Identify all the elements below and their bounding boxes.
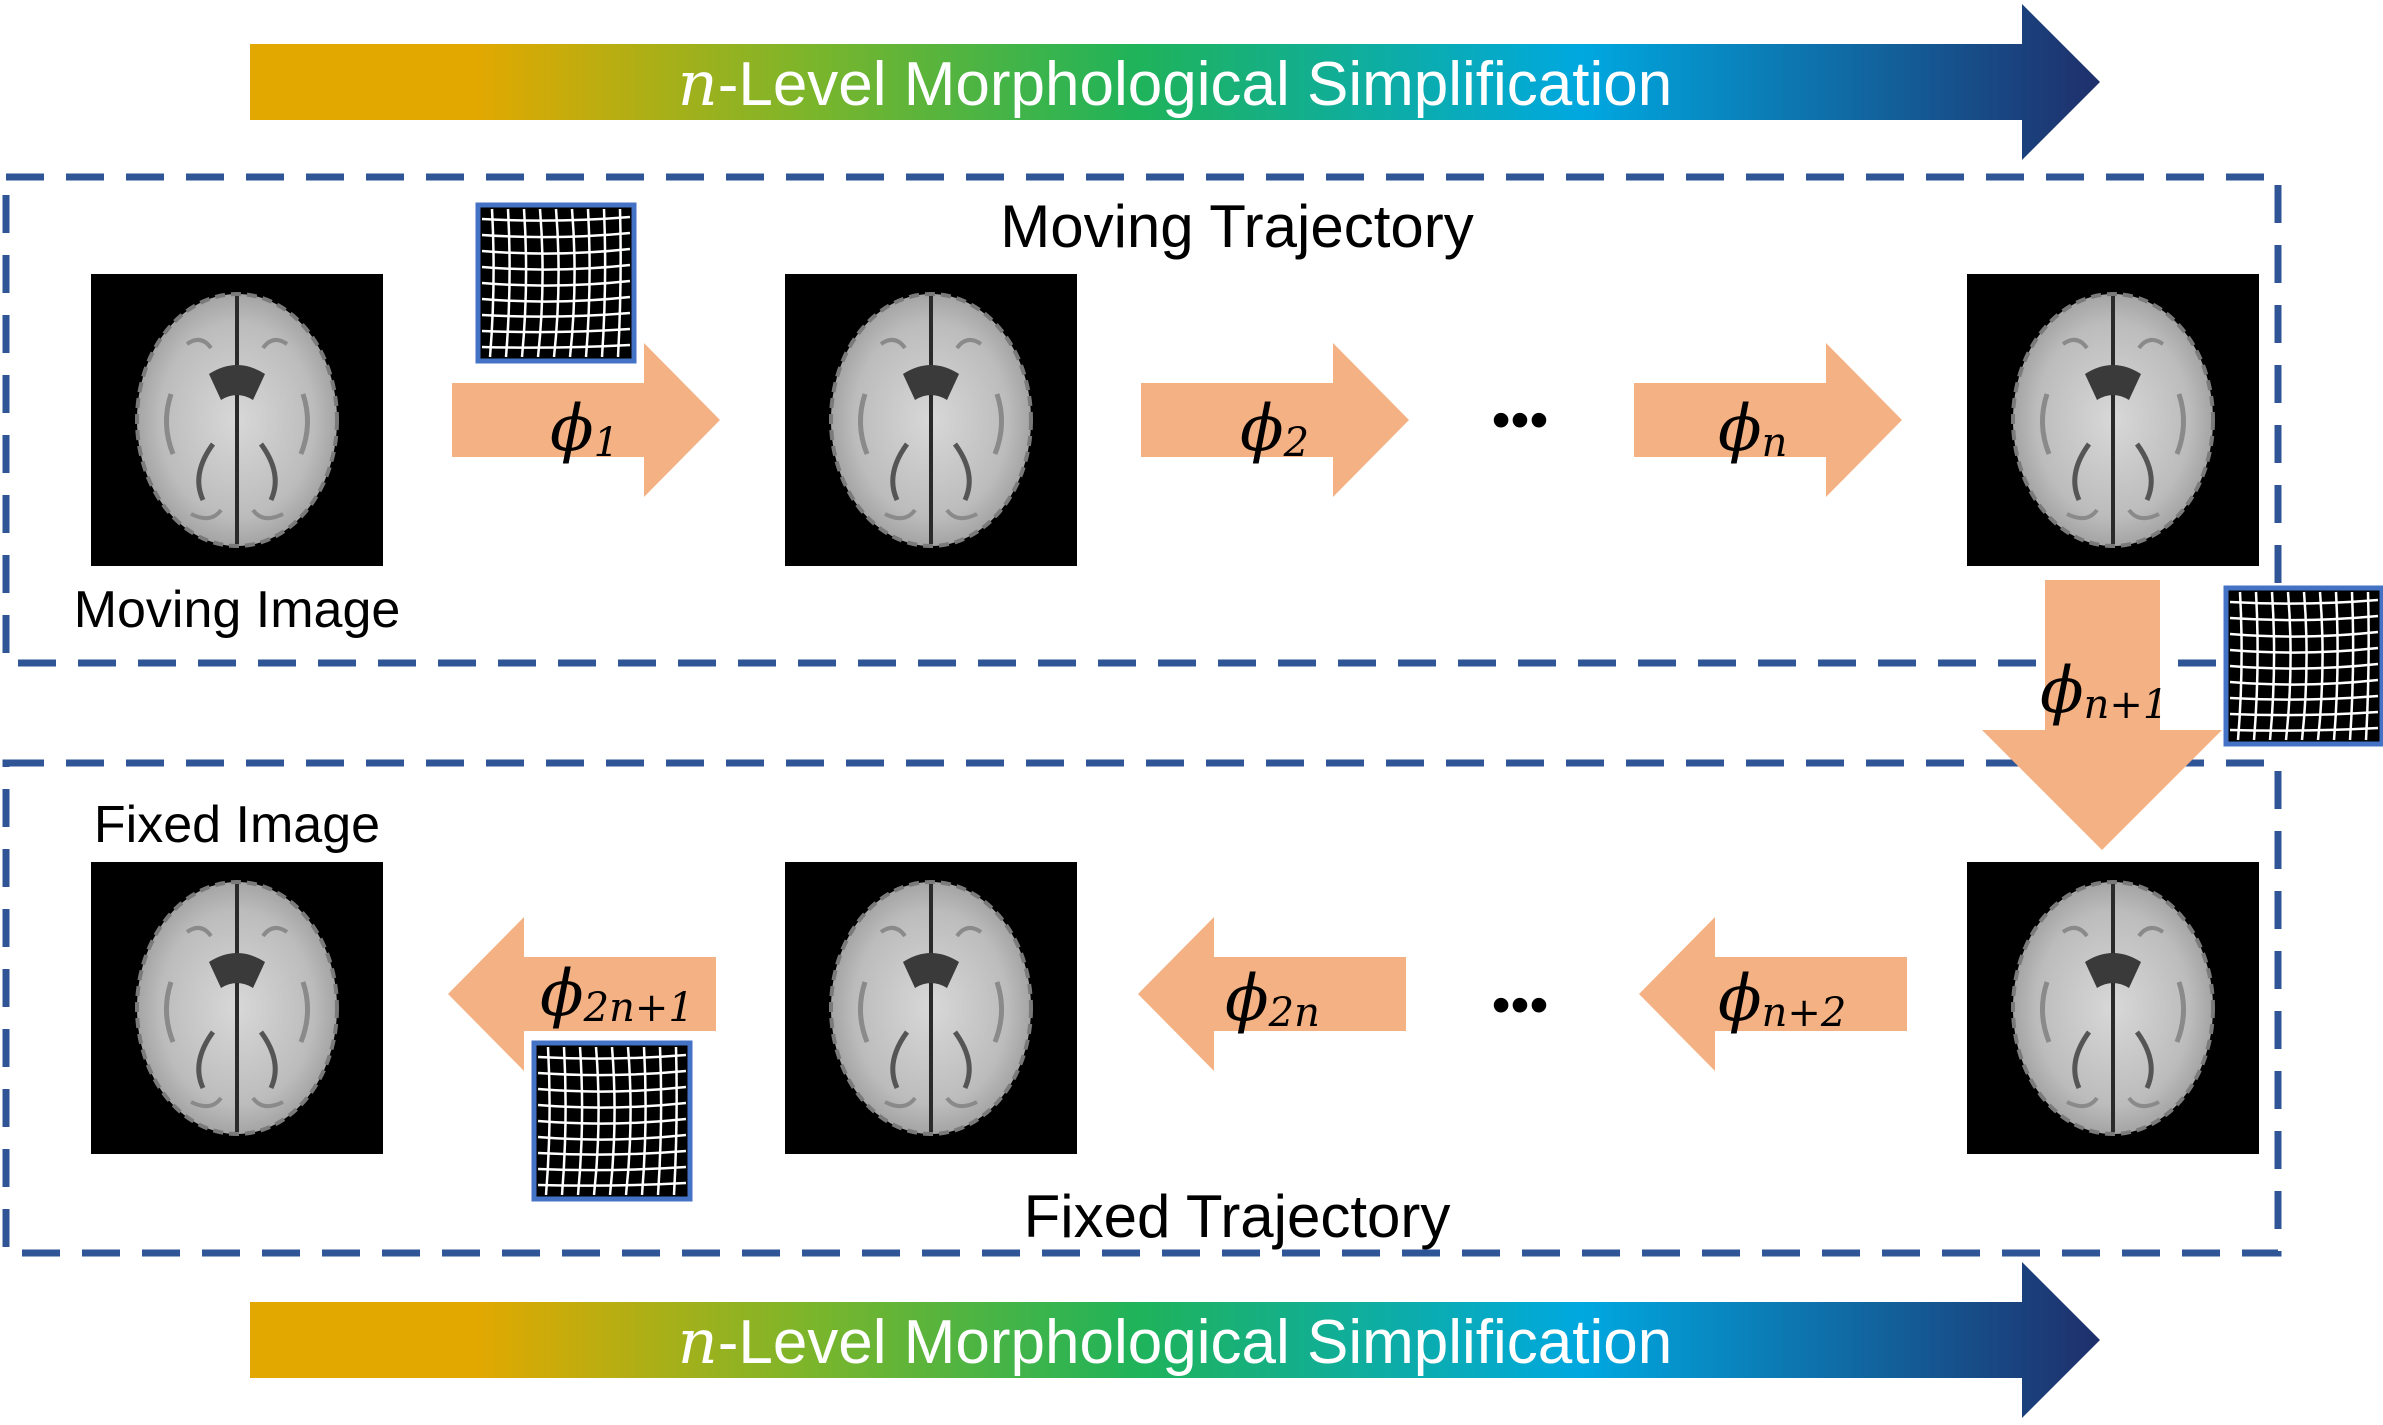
phi-2n-label: ϕ2n — [1225, 962, 1320, 1036]
moving-trajectory-label: Moving Trajectory — [1000, 193, 1474, 260]
deformation-grid-n1 — [2226, 588, 2382, 744]
intermediate-image-n — [1967, 274, 2259, 566]
phi-n-label: ϕn — [1718, 392, 1787, 466]
fixed-trajectory-label: Fixed Trajectory — [1024, 1183, 1451, 1250]
fixed-image — [91, 862, 383, 1154]
arrow-phi-2n — [1138, 917, 1406, 1071]
deformation-grid-2n1 — [534, 1043, 690, 1199]
arrow-phi-n — [1634, 343, 1902, 497]
bottom-banner-text: n-Level Morphological Simplification — [678, 1305, 1673, 1378]
intermediate-image-1 — [785, 274, 1077, 566]
top-banner-arrow — [250, 4, 2100, 160]
intermediate-image-n1 — [1967, 862, 2259, 1154]
moving-image-label: Moving Image — [74, 581, 401, 639]
fixed-image-label: Fixed Image — [94, 796, 380, 854]
ellipsis-bottom: ••• — [1492, 975, 1549, 1035]
top-banner: n-Level Morphological Simplification — [250, 4, 2100, 160]
phi-2n1-label: ϕ2n+1 — [540, 957, 694, 1031]
arrow-phi-n1 — [1982, 580, 2222, 850]
deformation-grid-1 — [478, 205, 634, 361]
phi-1-label: ϕ1 — [550, 392, 619, 466]
arrow-phi-1 — [452, 343, 720, 497]
arrow-phi-2 — [1141, 343, 1409, 497]
arrow-phi-n2 — [1639, 917, 1907, 1071]
bottom-banner: n-Level Morphological Simplification — [250, 1262, 2100, 1418]
top-banner-text: n-Level Morphological Simplification — [678, 47, 1673, 120]
arrow-phi-2n1 — [448, 917, 716, 1071]
phi-2-label: ϕ2 — [1240, 392, 1309, 466]
ellipsis-top: ••• — [1492, 390, 1549, 450]
bottom-banner-arrow — [250, 1262, 2100, 1418]
intermediate-image-2n — [785, 862, 1077, 1154]
phi-n1-label: ϕn+1 — [2040, 654, 2168, 728]
phi-n2-label: ϕn+2 — [1718, 962, 1846, 1036]
moving-image — [91, 274, 383, 566]
